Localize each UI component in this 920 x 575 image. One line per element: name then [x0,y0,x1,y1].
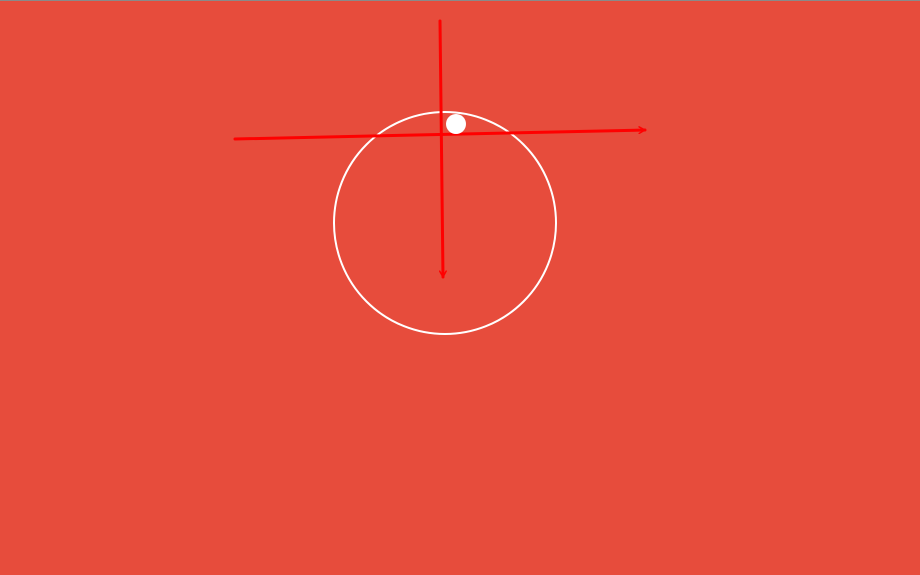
white-dot [446,114,466,134]
circle-outline [333,111,557,335]
vertical-arrow [438,19,443,279]
